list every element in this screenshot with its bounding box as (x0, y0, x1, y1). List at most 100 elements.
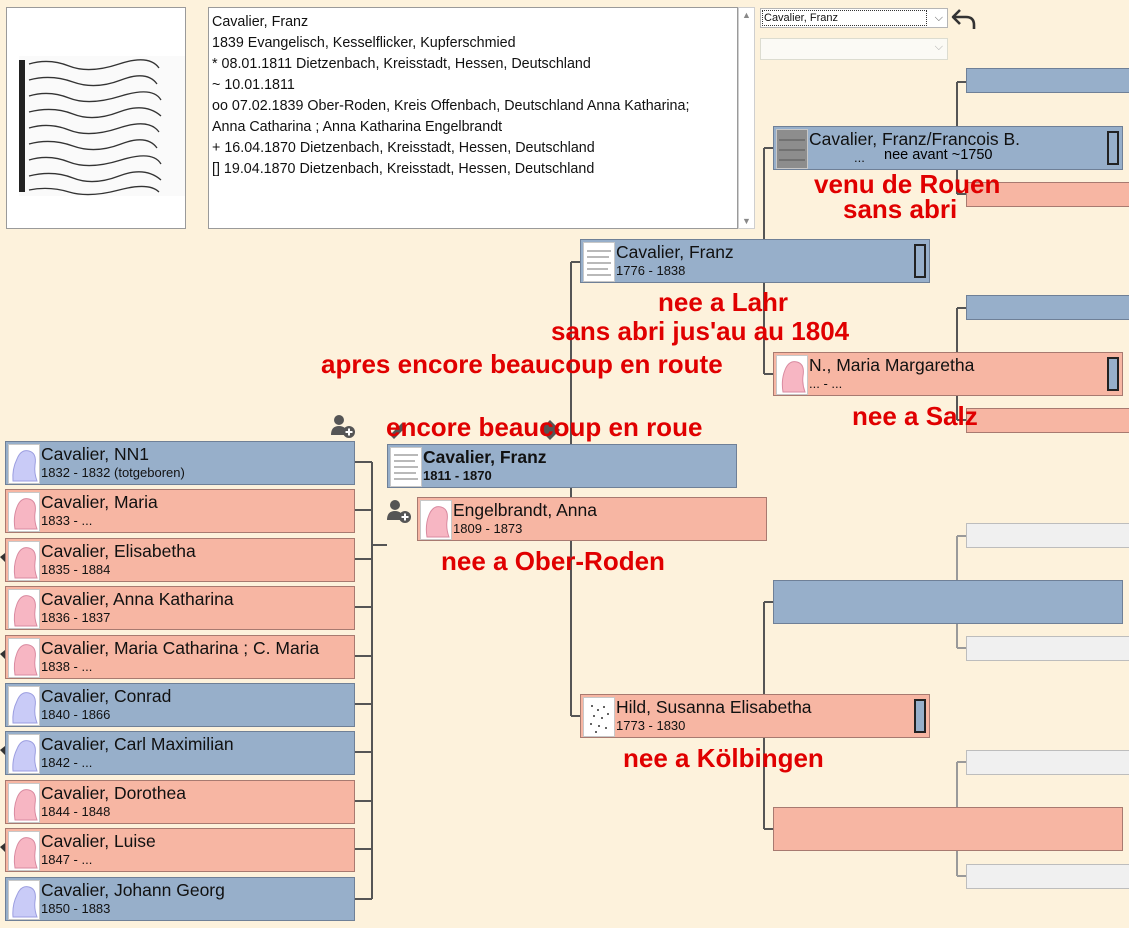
female-silhouette-icon (420, 500, 452, 540)
male-silhouette-icon (8, 734, 40, 774)
annotation-text: nee a Lahr (658, 287, 789, 317)
details-line: 1839 Evangelisch, Kesselflicker, Kupfers… (212, 35, 516, 51)
person-dates: 1847 - ... (41, 852, 93, 867)
details-scrollbar[interactable]: ▲ ▼ (738, 7, 755, 229)
person-dates: 1840 - 1866 (41, 707, 111, 722)
person-dates: 1832 - 1832 (totgeboren) (41, 465, 185, 480)
document-thumbnail-icon (390, 447, 422, 487)
person-dates: ... (854, 150, 865, 165)
annotation-text: nee a Kölbingen (623, 743, 824, 773)
great-grandparent-slot[interactable] (966, 295, 1129, 320)
add-person-icon[interactable] (386, 498, 412, 524)
person-dates: ... - ... (809, 376, 843, 391)
child-card[interactable]: Cavalier, Conrad 1840 - 1866 (5, 683, 355, 727)
person-dates: 1838 - ... (41, 659, 93, 674)
annotation-text: nee a Salz (852, 401, 978, 431)
child-card[interactable]: Cavalier, Johann Georg 1850 - 1883 (5, 877, 355, 921)
person-dates: 1850 - 1883 (41, 901, 111, 916)
details-line: + 16.04.1870 Dietzenbach, Kreisstadt, He… (212, 140, 595, 156)
child-card[interactable]: Cavalier, Anna Katharina 1836 - 1837 (5, 586, 355, 630)
person-name: Cavalier, Maria Catharina ; C. Maria (41, 638, 320, 658)
person-name: Hild, Susanna Elisabetha (616, 697, 812, 717)
paternal-grandfather-card[interactable]: Cavalier, Franz/Francois B. ... nee avan… (773, 126, 1123, 170)
person-name: Cavalier, Maria (41, 492, 158, 512)
person-name: Cavalier, NN1 (41, 444, 149, 464)
father-card[interactable]: Cavalier, Franz 1776 - 1838 (580, 239, 930, 283)
person-name: Cavalier, Conrad (41, 686, 172, 706)
person-select[interactable]: Cavalier, Franz ⌵ (760, 8, 948, 28)
male-silhouette-icon (8, 686, 40, 726)
empty-ancestor-slot[interactable] (966, 523, 1129, 548)
person-name: Cavalier, Franz (423, 447, 547, 467)
chevron-down-icon[interactable]: ⌵ (934, 41, 943, 53)
person-dates: 1773 - 1830 (616, 718, 686, 733)
expand-indicator[interactable] (1107, 131, 1119, 165)
paternal-grandmother-card[interactable]: N., Maria Margaretha ... - ... (773, 352, 1123, 396)
scroll-up-icon[interactable]: ▲ (742, 10, 751, 20)
female-silhouette-icon (8, 783, 40, 823)
spouse-card[interactable]: Engelbrandt, Anna 1809 - 1873 (417, 497, 767, 541)
edit-icon[interactable] (387, 417, 411, 439)
child-card[interactable]: Cavalier, Carl Maximilian 1842 - ... (5, 731, 355, 775)
female-silhouette-icon (8, 492, 40, 532)
annotation-text: encore beaucoup en roue (386, 412, 703, 442)
person-dates: 1833 - ... (41, 513, 93, 528)
person-name: Cavalier, Franz (616, 242, 734, 262)
person-dates: 1809 - 1873 (453, 521, 523, 536)
male-silhouette-icon (8, 444, 40, 484)
expand-indicator[interactable] (914, 699, 926, 733)
select-focus-ring (762, 10, 927, 26)
details-line: Cavalier, Franz (212, 14, 309, 30)
back-arrow-icon[interactable] (950, 6, 978, 32)
person-dates: 1836 - 1837 (41, 610, 111, 625)
female-silhouette-icon (8, 541, 40, 581)
child-card[interactable]: Cavalier, Maria 1833 - ... (5, 489, 355, 533)
empty-ancestor-slot[interactable] (966, 636, 1129, 661)
annotation-text: venu de Rouen (814, 169, 1001, 199)
great-grandparent-slot[interactable] (966, 68, 1129, 93)
add-person-icon[interactable] (330, 413, 356, 439)
maternal-grandfather-slot[interactable] (773, 580, 1123, 624)
person-name: Engelbrandt, Anna (453, 500, 598, 520)
female-silhouette-icon (776, 355, 808, 395)
female-silhouette-icon (8, 589, 40, 629)
empty-ancestor-slot[interactable] (966, 750, 1129, 775)
person-details-text[interactable]: Cavalier, Franz 1839 Evangelisch, Kessel… (208, 7, 738, 229)
person-name: Cavalier, Elisabetha (41, 541, 196, 561)
child-card[interactable]: Cavalier, Elisabetha 1835 - 1884 (5, 538, 355, 582)
secondary-select[interactable]: ⌵ (760, 38, 948, 60)
focus-person-card[interactable]: Cavalier, Franz 1811 - 1870 (387, 444, 737, 488)
person-select-value: Cavalier, Franz (764, 12, 838, 24)
great-grandparent-slot[interactable] (966, 182, 1129, 207)
person-name: N., Maria Margaretha (809, 355, 975, 375)
chevron-down-icon[interactable]: ⌵ (934, 12, 943, 24)
person-dates: 1835 - 1884 (41, 562, 111, 577)
person-name: Cavalier, Carl Maximilian (41, 734, 234, 754)
annotation-text: sans abri (843, 194, 958, 224)
person-dates: 1776 - 1838 (616, 263, 686, 278)
document-thumbnail-icon (776, 129, 808, 169)
details-line: Anna Catharina ; Anna Katharina Engelbra… (212, 119, 503, 135)
child-card[interactable]: Cavalier, Maria Catharina ; C. Maria 183… (5, 635, 355, 679)
child-card[interactable]: Cavalier, NN1 1832 - 1832 (totgeboren) (5, 441, 355, 485)
details-line: oo 07.02.1839 Ober-Roden, Kreis Offenbac… (212, 98, 690, 114)
annotation-text: nee a Ober-Roden (441, 546, 665, 576)
expand-indicator[interactable] (914, 244, 926, 278)
media-panel[interactable] (6, 7, 186, 229)
relationship-icon[interactable] (538, 418, 562, 442)
annotation-text: sans abri jus'au au 1804 (551, 316, 850, 346)
great-grandparent-slot[interactable] (966, 408, 1129, 433)
scroll-down-icon[interactable]: ▼ (742, 216, 751, 226)
female-silhouette-icon (8, 831, 40, 871)
details-line: [] 19.04.1870 Dietzenbach, Kreisstadt, H… (212, 161, 595, 177)
child-card[interactable]: Cavalier, Dorothea 1844 - 1848 (5, 780, 355, 824)
person-name: Cavalier, Johann Georg (41, 880, 225, 900)
empty-ancestor-slot[interactable] (966, 864, 1129, 889)
person-dates: 1811 - 1870 (423, 468, 492, 483)
maternal-grandmother-slot[interactable] (773, 807, 1123, 851)
person-name: Cavalier, Franz/Francois B. (809, 129, 1021, 149)
mother-card[interactable]: Hild, Susanna Elisabetha 1773 - 1830 (580, 694, 930, 738)
expand-indicator[interactable] (1107, 357, 1119, 391)
child-card[interactable]: Cavalier, Luise 1847 - ... (5, 828, 355, 872)
details-line: ~ 10.01.1811 (212, 77, 295, 93)
